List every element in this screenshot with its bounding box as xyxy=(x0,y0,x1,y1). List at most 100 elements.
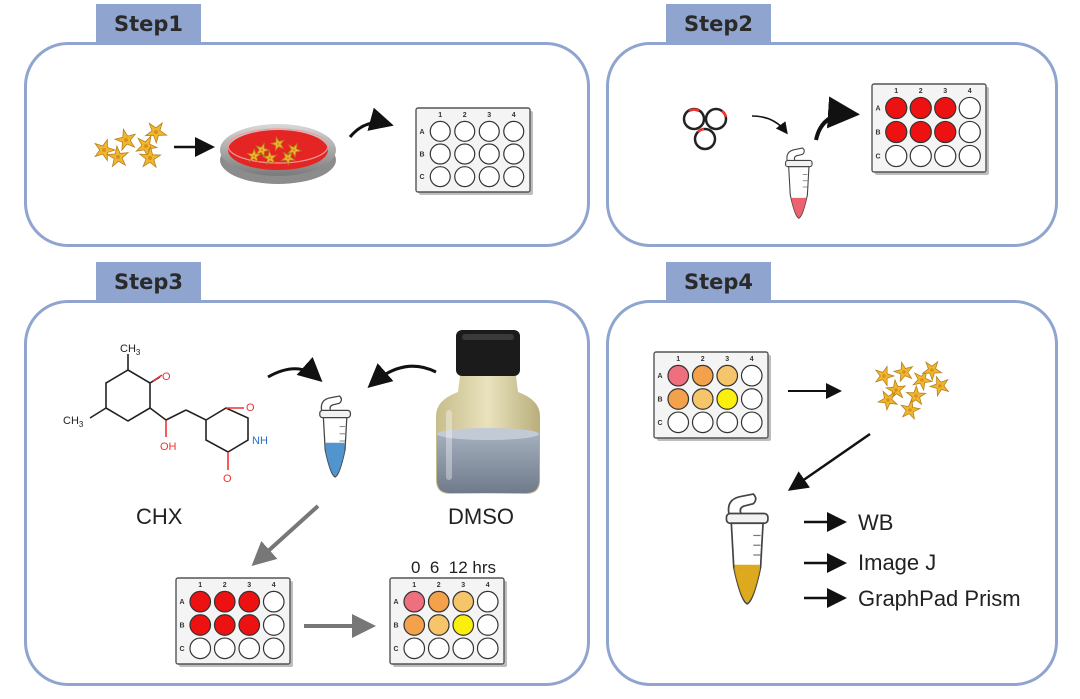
well xyxy=(189,590,212,613)
plate-column-label: 4 xyxy=(968,88,972,95)
plate-column-label: 3 xyxy=(487,112,491,119)
plate-column-label: 2 xyxy=(437,582,441,589)
chem-ch3-left: CH3 xyxy=(63,415,84,429)
curved-arrow-icon xyxy=(751,115,788,135)
well xyxy=(667,411,690,434)
plate-column-label: 4 xyxy=(272,582,276,589)
well xyxy=(909,120,932,144)
step1-tab: Step1 xyxy=(96,4,201,44)
well xyxy=(503,143,525,165)
well-plate: 1 2 3 4A B C xyxy=(175,577,293,667)
well xyxy=(740,411,763,434)
plate-row-label: B xyxy=(179,623,184,630)
curved-arrow-icon xyxy=(348,107,394,138)
well xyxy=(958,144,981,168)
well xyxy=(716,364,739,387)
curved-arrow-icon xyxy=(814,96,860,141)
plate-row-label: A xyxy=(657,373,662,380)
plate-column-label: 1 xyxy=(438,112,442,119)
chem-nh: NH xyxy=(252,435,268,447)
well xyxy=(213,637,236,660)
well xyxy=(189,637,212,660)
well xyxy=(503,166,525,188)
plate-row-label: A xyxy=(179,599,184,606)
output-graphpad-prism: GraphPad Prism xyxy=(858,586,1021,611)
well xyxy=(429,120,451,142)
well xyxy=(427,637,450,660)
plasmid-icon xyxy=(682,107,728,151)
well xyxy=(238,590,261,613)
plate-row-label: A xyxy=(875,106,880,113)
plate-column-label: 2 xyxy=(919,88,923,95)
plate-row-label: C xyxy=(393,646,398,653)
well xyxy=(476,637,499,660)
well xyxy=(885,144,908,168)
microtube-icon xyxy=(725,493,769,605)
plate-column-label: 2 xyxy=(463,112,467,119)
well xyxy=(403,590,426,613)
step2-tab: Step2 xyxy=(666,4,771,44)
curved-arrow-icon xyxy=(267,357,323,383)
curved-arrow-icon xyxy=(367,363,437,388)
well xyxy=(934,120,957,144)
plate-row-label: B xyxy=(657,397,662,404)
well xyxy=(427,614,450,636)
well xyxy=(958,96,981,120)
microtube-icon xyxy=(785,147,813,219)
well xyxy=(429,166,451,188)
plate-column-label: 1 xyxy=(676,356,680,363)
cell-cluster-icon xyxy=(94,121,168,169)
well xyxy=(691,411,714,434)
plate-row-label: C xyxy=(419,174,424,181)
chem-ch3-top: CH3 xyxy=(120,343,141,357)
plate-row-label: A xyxy=(419,129,424,136)
plate-column-label: 3 xyxy=(943,88,947,95)
step3-tab: Step3 xyxy=(96,262,201,302)
well xyxy=(691,364,714,387)
well xyxy=(262,590,285,613)
plate-column-label: 3 xyxy=(247,582,251,589)
plate-column-label: 2 xyxy=(223,582,227,589)
well xyxy=(454,120,476,142)
dmso-bottle-icon xyxy=(436,330,540,494)
well xyxy=(452,614,475,636)
well xyxy=(740,364,763,387)
well xyxy=(691,388,714,410)
plate-column-label: 1 xyxy=(198,582,202,589)
timepoints-label: 0 6 12 hrs xyxy=(411,558,496,577)
plate-column-label: 4 xyxy=(512,112,516,119)
plate-row-label: C xyxy=(657,420,662,427)
well xyxy=(478,120,500,142)
well xyxy=(667,364,690,387)
output-imagej: Image J xyxy=(858,550,936,575)
well xyxy=(403,614,426,636)
plate-column-label: 3 xyxy=(461,582,465,589)
cell-cluster-icon xyxy=(874,360,950,421)
well xyxy=(427,590,450,613)
chem-o-lower: O xyxy=(223,473,232,485)
well xyxy=(429,143,451,165)
well xyxy=(667,388,690,410)
plate-column-label: 4 xyxy=(750,356,754,363)
well xyxy=(189,614,212,636)
plate-column-label: 1 xyxy=(412,582,416,589)
plate-row-label: A xyxy=(393,599,398,606)
plate-row-label: C xyxy=(179,646,184,653)
plate-row-label: B xyxy=(419,152,424,159)
well xyxy=(503,120,525,142)
well xyxy=(716,388,739,410)
well xyxy=(478,166,500,188)
arrow-icon xyxy=(251,504,320,567)
well-plate: 1 2 3 4A B C xyxy=(415,107,533,195)
chx-structure xyxy=(89,354,249,470)
plate-row-label: B xyxy=(875,130,880,137)
chx-label: CHX xyxy=(136,504,183,529)
well xyxy=(403,637,426,660)
plate-row-label: B xyxy=(393,623,398,630)
well xyxy=(716,411,739,434)
well xyxy=(958,120,981,144)
